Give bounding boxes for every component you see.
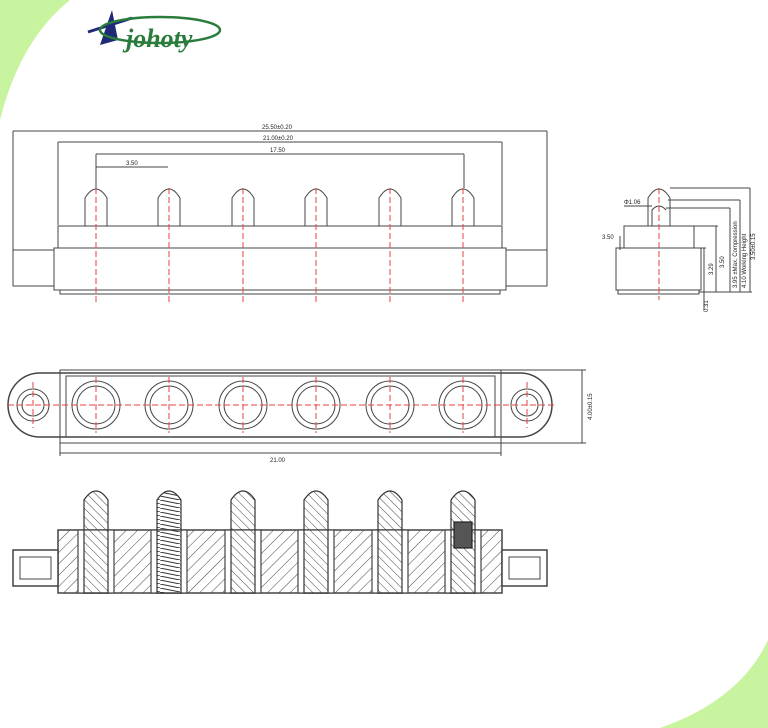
side-dim-b-label: 3.50: [720, 256, 726, 268]
brand-name: johoty: [122, 24, 193, 53]
top-view: [12, 130, 548, 295]
pitch-label: 3.50: [126, 161, 138, 167]
overall-length-label: 25.50±0.20: [262, 125, 293, 131]
section-view: [12, 490, 548, 594]
plan-width-label: 4.00±0.15: [588, 393, 594, 420]
plan-centerlines: [8, 377, 555, 433]
plan-view: [7, 369, 586, 456]
top-pins: [84, 188, 475, 226]
section-pins: [83, 490, 476, 594]
compression-label: 3.95 ±Max. Compression: [733, 221, 739, 288]
side-body-height-label: 3.50: [602, 235, 614, 241]
top-left-green-shape: [0, 0, 70, 120]
body-length-label: 21.00±0.20: [263, 136, 294, 142]
top-centerlines: [95, 188, 464, 305]
base-label: 0.31: [704, 300, 710, 312]
pin-diameter-label: Φ1.06: [624, 200, 641, 206]
working-height-label: 4.10 Working Height: [742, 233, 748, 288]
free-height-label: 3.50±0.15: [751, 233, 757, 260]
plan-length-label: 21.00: [270, 458, 286, 464]
side-view: [615, 187, 752, 310]
brand-logo: johoty: [87, 10, 222, 53]
pin-span-label: 17.50: [270, 148, 286, 154]
bottom-right-green-shape: [660, 640, 768, 728]
side-dim-a-label: 3.29: [709, 263, 715, 275]
